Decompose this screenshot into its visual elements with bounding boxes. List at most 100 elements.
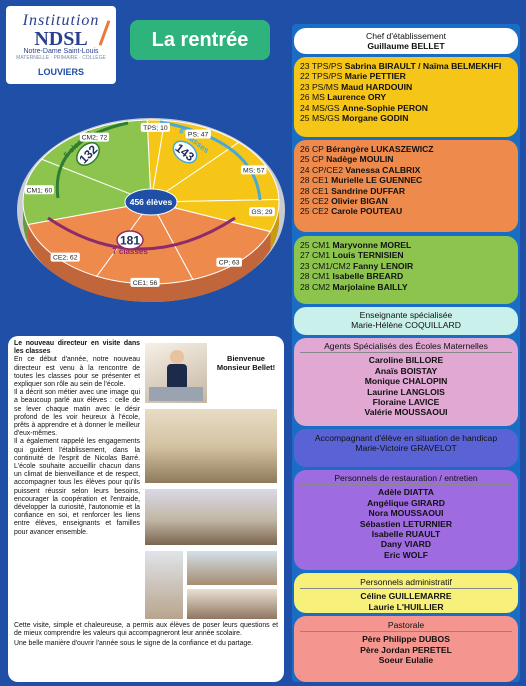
teacher-name: Sabrina BIRAULT / Naïma BELMEKHFI xyxy=(344,61,502,71)
pastorale-name: Père Philippe DUBOS xyxy=(362,634,450,645)
atsem-name: Monique CHALOPIN xyxy=(364,376,448,387)
restauration-name: Angélique GIRARD xyxy=(367,497,445,508)
restauration-name: Nora MOUSSAOUI xyxy=(368,508,444,519)
divider xyxy=(300,588,512,590)
admin-title: Personnels administratif xyxy=(360,577,452,587)
atsem-name: Anaïs BOISTAY xyxy=(374,365,438,376)
article-p1: En ce début d'année, notre nouveau direc… xyxy=(14,356,140,389)
cycle2-row: 25 CE2 Carole POUTEAU xyxy=(300,206,512,216)
welcome-bubble: Bienvenue Monsieur Bellet! xyxy=(216,354,276,372)
pie-side-CM1 xyxy=(23,202,28,243)
cycle3-row: 28 CM1 Isabelle BREARD xyxy=(300,271,512,281)
pie-label-bg xyxy=(185,129,211,139)
pie-label-bg xyxy=(140,122,170,132)
class-label: 28 CM1 xyxy=(300,271,333,282)
pie-side-CE1 xyxy=(96,276,193,302)
chef-name: Guillaume BELLET xyxy=(367,41,445,52)
pie-center-label: 456 élèves xyxy=(130,197,173,207)
logo-city: LOUVIERS xyxy=(37,67,84,77)
restauration-name: Adèle DIATTA xyxy=(377,487,435,498)
divider xyxy=(300,631,512,633)
pie-label-bg xyxy=(130,277,160,287)
pastorale-name: Soeur Eulalie xyxy=(378,655,434,666)
teacher-name: Louis TERNISIEN xyxy=(332,250,404,261)
divider xyxy=(300,484,512,486)
group-classes: 7 classes xyxy=(112,247,148,256)
atsem-name: Floraine LAVICE xyxy=(372,397,440,408)
logo-line4: MATERNELLE · PRIMAIRE · COLLÈGE xyxy=(16,55,106,61)
article-p5: Une belle manière d'ouvrir l'année sous … xyxy=(14,640,253,648)
pie-label-CE2: CE2; 62 xyxy=(53,255,78,262)
pie-label-bg xyxy=(216,257,242,267)
restauration-name: Dany VIARD xyxy=(380,539,432,550)
class-label: 27 CM1 xyxy=(300,250,333,261)
photo-classroom-1 xyxy=(144,408,278,484)
teacher-name: Olivier BIGAN xyxy=(331,196,388,207)
class-label: 26 MS xyxy=(300,92,328,103)
divider xyxy=(300,352,512,354)
cycle2-row: 28 CE1 Sandrine DUFFAR xyxy=(300,186,512,196)
article-p2: Il a décrit son métier avec une image qu… xyxy=(14,389,140,438)
atsem-title: Agents Spécialisés des Écoles Maternelle… xyxy=(324,341,488,351)
page-title: La rentrée xyxy=(130,20,270,60)
article-heading: Le nouveau directeur en visite dans les … xyxy=(14,340,140,356)
class-label: 24 CP/CE2 xyxy=(300,164,346,175)
article-text: Le nouveau directeur en visite dans les … xyxy=(14,340,140,537)
mat-row: 22 TPS/PS Marie PETTIER xyxy=(300,71,512,81)
class-label: 25 CE2 xyxy=(300,206,332,217)
logo-line3: Notre-Dame Saint-Louis xyxy=(23,48,99,55)
specialisee-name: Marie-Hélène COQUILLARD xyxy=(351,320,461,331)
article-p3: Il a également rappelé les engagements q… xyxy=(14,438,140,536)
group-arrow xyxy=(47,216,236,251)
group-total-bg xyxy=(76,142,100,166)
atsem-box: Agents Spécialisés des Écoles Maternelle… xyxy=(294,338,518,426)
class-label: 22 TPS/PS xyxy=(300,71,345,82)
teacher-name: Morgane GODIN xyxy=(342,113,409,124)
restauration-name: Isabelle RUAULT xyxy=(371,529,441,540)
teacher-name: Vanessa CALBRIX xyxy=(345,164,421,175)
pie-label-GS: GS; 29 xyxy=(251,209,272,216)
specialisee-title: Enseignante spécialisée xyxy=(359,310,453,320)
photo-director xyxy=(144,342,208,404)
pie-side xyxy=(23,202,279,302)
cycle3-row: 25 CM1 Maryvonne MOREL xyxy=(300,240,512,250)
class-label: 28 CE1 xyxy=(300,185,332,196)
group-arrow xyxy=(55,121,129,199)
cycle2-row: 25 CE2 Olivier BIGAN xyxy=(300,196,512,206)
atsem-name: Laurine LANGLOIS xyxy=(367,386,445,397)
mat-row: 24 MS/GS Anne-Sophie PERON xyxy=(300,103,512,113)
class-label: 25 MS/GS xyxy=(300,113,343,124)
class-label: 24 MS/GS xyxy=(300,102,343,113)
teacher-name: Nadège MOULIN xyxy=(326,154,394,165)
teacher-name: Isabelle BREARD xyxy=(332,271,404,282)
group-total: 181 xyxy=(120,234,140,248)
pie-label-bg xyxy=(24,185,54,195)
teacher-name: Fanny LENOIR xyxy=(353,260,414,271)
admin-name: Laurie L'HUILLIER xyxy=(368,601,444,612)
teacher-name: Bérangère LUKASZEWICZ xyxy=(326,144,434,154)
cycle3-row: 23 CM1/CM2 Fanny LENOIR xyxy=(300,261,512,271)
pastorale-name: Père Jordan PERETEL xyxy=(360,644,452,655)
class-label: 28 CM2 xyxy=(300,281,333,292)
maternelle-box: 23 TPS/PS Sabrina BIRAULT / Naïma BELMEK… xyxy=(294,57,518,137)
chef-box: Chef d'établissement Guillaume BELLET xyxy=(294,28,518,54)
logo-line1: Institution xyxy=(22,12,100,29)
pie-label-MS: MS; 57 xyxy=(243,167,265,174)
pie-label-bg xyxy=(50,252,80,262)
teacher-name: Maud HARDOUIN xyxy=(341,81,413,92)
logo-line2: NDSL xyxy=(34,28,88,50)
group-arrow xyxy=(159,120,262,201)
restauration-title: Personnels de restauration / entretien xyxy=(334,473,478,483)
teacher-name: Marie PETTIER xyxy=(344,71,406,82)
restauration-name: Eric WOLF xyxy=(384,549,428,560)
pie-side-CE2 xyxy=(27,224,97,295)
teacher-name: Maryvonne MOREL xyxy=(332,240,412,250)
cycle3-row: 28 CM2 Marjolaine BAILLY xyxy=(300,282,512,292)
pie-slice-CM2 xyxy=(40,119,152,203)
article-p4: Cette visite, simple et chaleureuse, a p… xyxy=(14,622,278,638)
pie-center xyxy=(124,188,178,216)
pie-label-bg xyxy=(249,207,275,217)
